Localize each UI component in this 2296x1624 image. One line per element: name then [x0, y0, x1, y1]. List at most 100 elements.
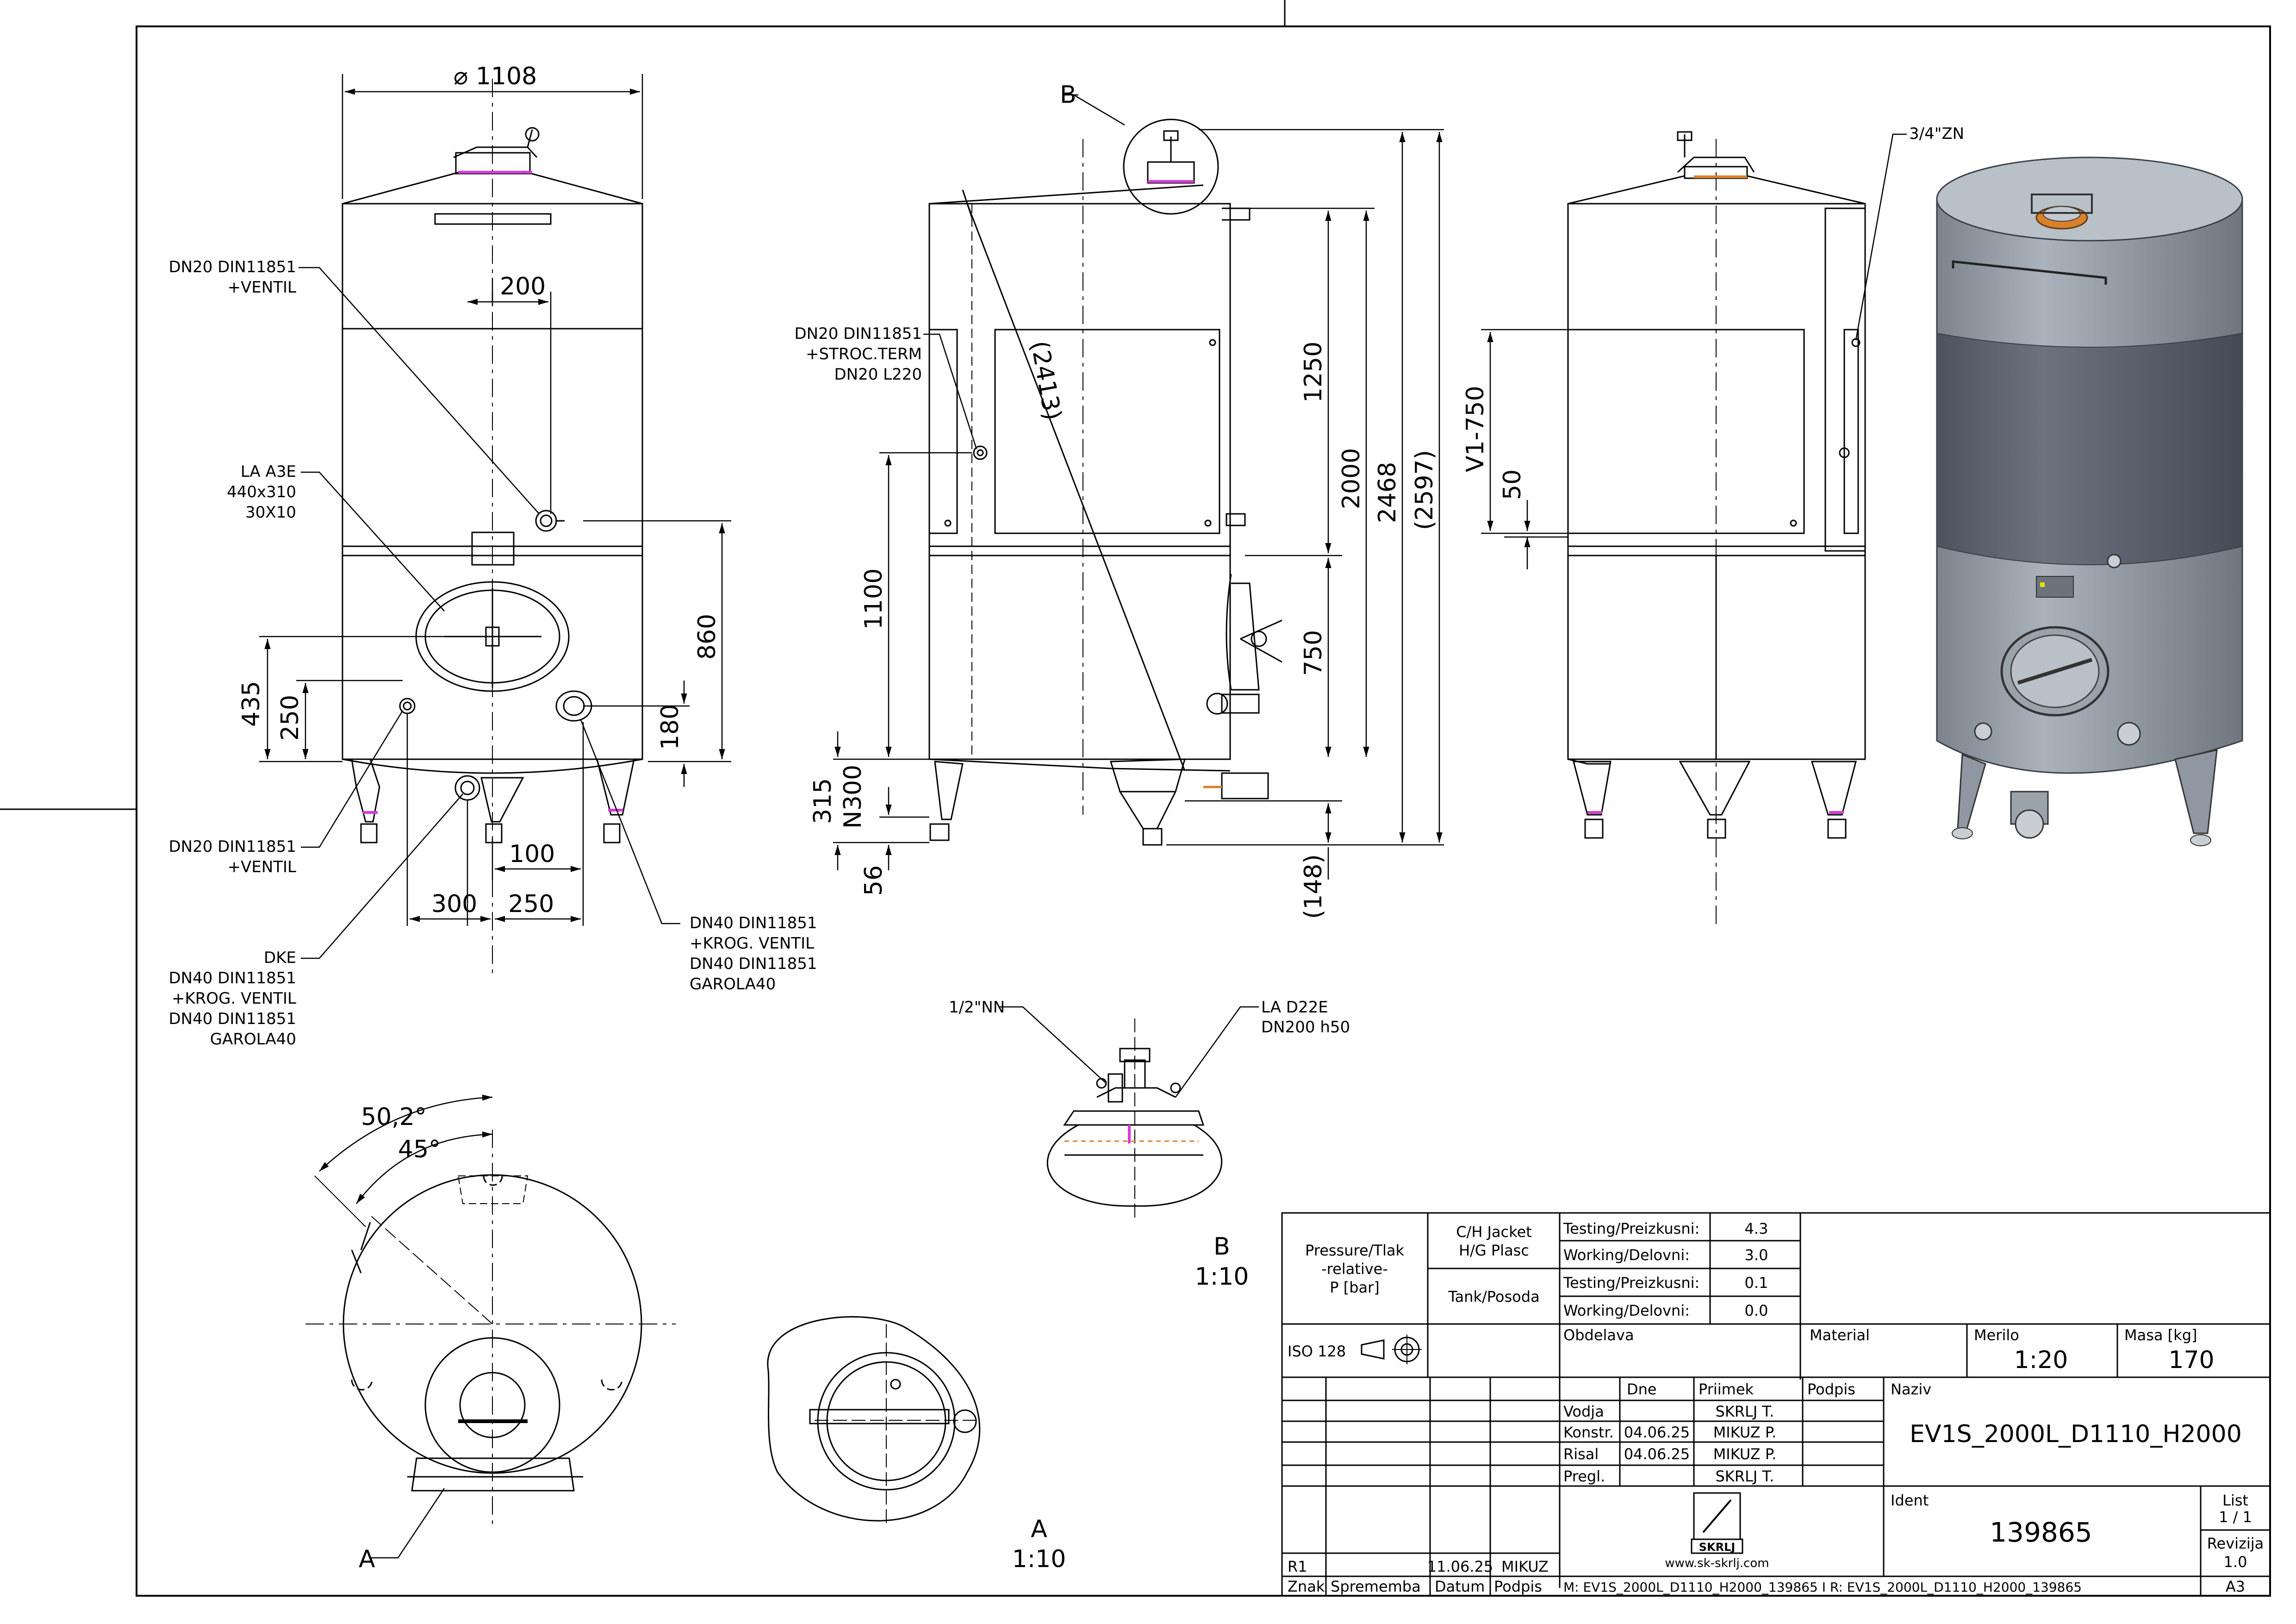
date-konstr: 04.06.25	[1624, 1424, 1690, 1441]
logo-text: SKRLJ	[1699, 1541, 1736, 1554]
dim-v1750: V1-750	[1462, 386, 1489, 472]
dim-n300: N300	[839, 765, 867, 829]
datum-label: Datum	[1435, 1578, 1485, 1595]
dim-1250: 1250	[1300, 342, 1327, 403]
label-thread-34: 3/4"ZN	[1909, 125, 1964, 143]
pressure-label-3: P [bar]	[1330, 1279, 1380, 1296]
obdelava-label: Obdelava	[1563, 1326, 1634, 1344]
ident-label: Ident	[1891, 1492, 1929, 1509]
view-b-label: B	[1060, 81, 1076, 109]
label-dn40-1: DN40 DIN11851	[690, 914, 817, 932]
material-label: Material	[1810, 1326, 1870, 1344]
dim-315: 315	[809, 778, 837, 824]
dim-860: 860	[693, 614, 721, 660]
side-view	[928, 119, 1282, 846]
rev-by: MIKUZ	[1501, 1558, 1549, 1575]
dim-2597: (2597)	[1411, 450, 1438, 530]
jacket-label-1: C/H Jacket	[1456, 1223, 1532, 1241]
dim-50: 50	[1499, 469, 1526, 500]
role-vodja: Vodja	[1563, 1403, 1604, 1420]
label-stroc-3: DN20 L220	[834, 365, 922, 384]
row2-label: Working/Delovni:	[1563, 1246, 1690, 1264]
detail-b-texts: 1/2"NN LA D22E DN200 h50 B 1:10	[949, 998, 1350, 1291]
angle-45: 45°	[398, 1136, 441, 1163]
website: www.sk-skrlj.com	[1665, 1556, 1769, 1570]
label-dke-2: DN40 DIN11851	[169, 969, 297, 987]
label-la-a3e-1: LA A3E	[241, 462, 296, 481]
dim-180: 180	[656, 704, 684, 750]
rev-date: 11.06.25	[1427, 1558, 1493, 1575]
front-labels-right: DN40 DIN11851 +KROG. VENTIL DN40 DIN1185…	[690, 914, 817, 993]
masa-value: 170	[2168, 1346, 2214, 1374]
rev-mark: R1	[1288, 1558, 1307, 1575]
isometric-3d-view	[1936, 156, 2243, 846]
detail-b-title: B	[1213, 1233, 1230, 1261]
dne-label: Dne	[1627, 1380, 1657, 1398]
label-dn40-3: DN40 DIN11851	[690, 955, 817, 973]
label-la-a3e-3: 30X10	[245, 503, 296, 522]
label-la-a3e-2: 440x310	[227, 483, 296, 501]
row4-label: Working/Delovni:	[1563, 1302, 1690, 1319]
dim-56: 56	[860, 865, 888, 896]
dim-2468: 2468	[1374, 462, 1401, 523]
label-dn20-top-2: +VENTIL	[228, 278, 296, 297]
pressure-label-2: -relative-	[1321, 1260, 1388, 1278]
pressure-label-1: Pressure/Tlak	[1305, 1242, 1404, 1259]
dim-100: 100	[509, 840, 555, 868]
front-labels: DN20 DIN11851 +VENTIL LA A3E 440x310 30X…	[169, 258, 297, 1049]
top-view-texts: 50,2° 45° A	[359, 1103, 441, 1573]
detail-b-scale: 1:10	[1195, 1263, 1249, 1291]
model-ref: M: EV1S_2000L_D1110_H2000_139865 I R: EV…	[1563, 1580, 2082, 1595]
label-dn20-bottom-1: DN20 DIN11851	[169, 837, 297, 856]
role-risal: Risal	[1563, 1445, 1599, 1463]
label-dn20-bottom-2: +VENTIL	[228, 858, 296, 876]
dim-200: 200	[500, 273, 546, 300]
label-dke-5: GAROLA40	[210, 1030, 296, 1049]
row4-value: 0.0	[1745, 1302, 1768, 1319]
angle-50-2: 50,2°	[361, 1103, 427, 1131]
label-dn40-4: GAROLA40	[690, 975, 776, 993]
detail-a	[767, 1316, 981, 1523]
sprememba-label: Sprememba	[1331, 1578, 1421, 1595]
drawing-frame	[0, 0, 2271, 1597]
row1-label: Testing/Preizkusni:	[1563, 1220, 1699, 1237]
row1-value: 4.3	[1745, 1220, 1768, 1237]
naziv-value: EV1S_2000L_D1110_H2000	[1910, 1420, 2242, 1448]
row3-label: Testing/Preizkusni:	[1563, 1274, 1699, 1292]
row2-value: 3.0	[1745, 1246, 1768, 1264]
dim-2413: (2413)	[1025, 339, 1066, 423]
label-dke-4: DN40 DIN11851	[169, 1010, 297, 1028]
name-pregl: SKRLJ T.	[1716, 1468, 1774, 1485]
label-thread-12: 1/2"NN	[949, 998, 1005, 1017]
naziv-label: Naziv	[1891, 1380, 1931, 1398]
dim-2000: 2000	[1338, 448, 1365, 509]
priimek-label: Priimek	[1699, 1380, 1754, 1398]
ident-value: 139865	[1990, 1517, 2092, 1548]
side-dimension-texts: (2413) 1250 2000 2468 (2597) 1100 750 31…	[809, 81, 1438, 919]
title-block-texts: Pressure/Tlak -relative- P [bar] C/H Jac…	[1288, 1220, 2264, 1595]
tank-label: Tank/Posoda	[1448, 1288, 1539, 1305]
dim-300: 300	[431, 890, 477, 918]
merilo-label: Merilo	[1974, 1326, 2019, 1344]
date-risal: 04.06.25	[1624, 1445, 1690, 1463]
label-stroc-1: DN20 DIN11851	[795, 325, 922, 343]
rear-dimensions	[1481, 133, 1907, 569]
name-konstr: MIKUZ P.	[1713, 1424, 1777, 1441]
front-dimensions	[259, 74, 731, 959]
label-dn40-2: +KROG. VENTIL	[690, 934, 814, 953]
rear-dimension-texts: V1-750 50 3/4"ZN	[1462, 125, 1964, 500]
revizija-label: Revizija	[2207, 1535, 2264, 1552]
label-dn20-top-1: DN20 DIN11851	[169, 258, 297, 276]
label-la-d22e-2: DN200 h50	[1261, 1018, 1350, 1037]
list-label: List	[2222, 1492, 2248, 1509]
detail-b	[1000, 1006, 1259, 1218]
list-value: 1 / 1	[2219, 1508, 2252, 1526]
dim-250b: 250	[508, 890, 554, 918]
podpis2-label: Podpis	[1494, 1578, 1542, 1595]
title-block	[1281, 1212, 2271, 1597]
dim-148: (148)	[1300, 854, 1327, 919]
detail-a-title: A	[1031, 1515, 1047, 1543]
merilo-value: 1:20	[2014, 1346, 2068, 1374]
revizija-value: 1.0	[2224, 1553, 2247, 1571]
